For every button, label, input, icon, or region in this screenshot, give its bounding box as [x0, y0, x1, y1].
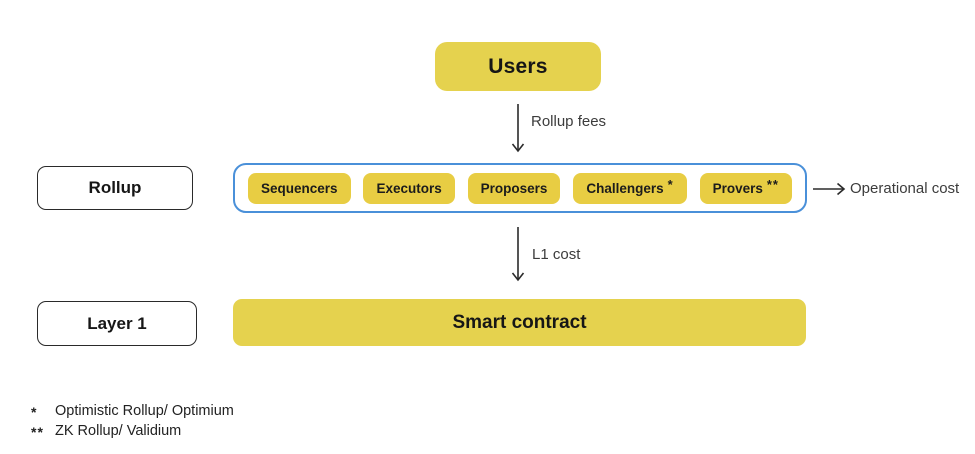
- l1-cost-label: L1 cost: [532, 246, 581, 263]
- smart-contract-box: Smart contract: [233, 299, 806, 346]
- rollup-box: Rollup: [37, 166, 193, 210]
- footnote-text: ZK Rollup/ Validium: [55, 423, 182, 439]
- operational-cost-label: Operational cost: [850, 180, 960, 197]
- chip-label: Executors: [376, 180, 442, 196]
- layer1-label: Layer 1: [87, 313, 147, 333]
- rollup-fees-label: Rollup fees: [531, 113, 607, 130]
- chip-asterisk: **: [766, 176, 779, 192]
- chip-executors: Executors: [363, 172, 455, 204]
- footnote-zk: ** ZK Rollup/ Validium: [31, 423, 182, 440]
- rollup-label: Rollup: [88, 178, 142, 197]
- chip-label: Challengers: [586, 180, 664, 196]
- users-label: Users: [488, 54, 548, 78]
- arrow-right-operational-cost-icon: [813, 182, 846, 196]
- arrow-down-l1-cost-icon: [511, 227, 525, 282]
- chip-label: Provers: [712, 180, 763, 196]
- rollup-actors-container: Sequencers Executors Proposers Challenge…: [233, 163, 807, 213]
- smart-contract-label: Smart contract: [452, 311, 587, 333]
- arrow-down-rollup-fees-icon: [511, 104, 525, 153]
- chip-asterisk: *: [667, 176, 674, 192]
- chip-label: Sequencers: [261, 180, 338, 196]
- chip-provers: Provers**: [699, 172, 792, 204]
- footnote-marker: *: [31, 404, 38, 420]
- footnote-text: Optimistic Rollup/ Optimium: [55, 403, 234, 419]
- layer1-box: Layer 1: [37, 301, 197, 346]
- footnote-marker: **: [31, 424, 44, 440]
- chip-challengers: Challengers*: [573, 172, 687, 204]
- chip-sequencers: Sequencers: [248, 172, 351, 204]
- chip-label: Proposers: [480, 180, 548, 196]
- chip-proposers: Proposers: [467, 172, 561, 204]
- footnote-optimistic: * Optimistic Rollup/ Optimium: [31, 403, 234, 420]
- users-box: Users: [435, 42, 601, 91]
